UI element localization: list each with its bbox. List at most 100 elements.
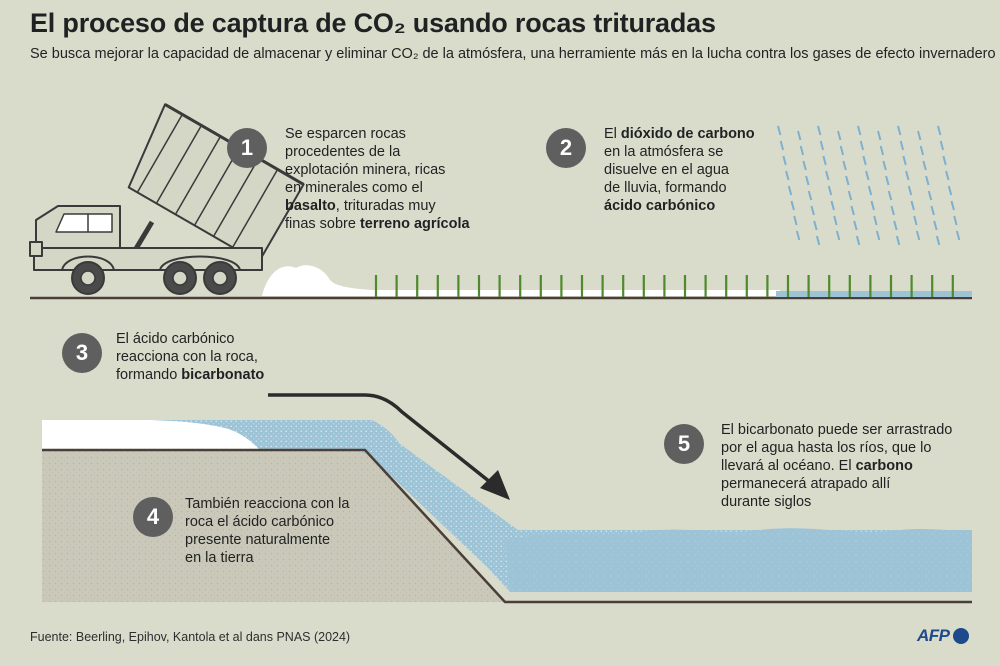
rain-drop [945, 170, 950, 181]
arrow-icon [268, 393, 510, 500]
text-segment: finas sobre [285, 216, 360, 232]
rain-drop [793, 215, 798, 226]
crop-sprouts-icon [374, 275, 954, 297]
rain-drop [857, 125, 862, 136]
step-4-badge: 4 [133, 497, 173, 537]
rain-drop [819, 140, 825, 151]
rain-drop [950, 200, 955, 211]
step-1-badge: 1 [227, 128, 267, 168]
text-segment: procedentes de la [285, 144, 401, 160]
rain-drop [785, 170, 790, 181]
step-1-line: basalto, trituradas muy [285, 197, 495, 215]
text-segment: El ácido carbónico [116, 331, 235, 347]
text-segment: El [604, 126, 621, 142]
page-subtitle: Se busca mejorar la capacidad de almacen… [30, 46, 996, 62]
rain-drop [917, 130, 922, 141]
rain-drop [942, 155, 947, 166]
rain-drop [862, 155, 867, 166]
rain-drop [822, 155, 827, 166]
step-1-line: en minerales como el [285, 179, 495, 197]
text-segment: roca el ácido carbónico [185, 514, 335, 530]
step-5-line: llevará al océano. El carbono [721, 457, 981, 475]
rain-drop [902, 155, 907, 166]
rain-drop [879, 145, 885, 156]
step-1-line: procedentes de la [285, 143, 495, 161]
text-segment: reacciona con la roca, [116, 349, 258, 365]
rain-water-layer [776, 291, 972, 297]
rain-drop [853, 220, 858, 231]
step-4-line: roca el ácido carbónico [185, 513, 385, 531]
rain-drop [930, 205, 935, 216]
step-5-line: por el agua hasta los ríos, que lo [721, 439, 981, 457]
rain-icon [777, 125, 961, 246]
rain-drop [887, 190, 893, 201]
step-3-badge: 3 [62, 333, 102, 373]
rain-drop [779, 140, 785, 151]
text-segment: formando [116, 367, 182, 383]
rain-drop [835, 230, 841, 241]
dump-truck-icon [29, 103, 305, 295]
step-1-line: explotación minera, ricas [285, 161, 495, 179]
rain-drop [922, 160, 927, 171]
bold-term: ácido carbónico [604, 198, 716, 214]
step-2-line: de lluvia, formando [604, 179, 774, 197]
rain-drop [885, 175, 890, 186]
rain-drop [837, 130, 842, 141]
text-segment: durante siglos [721, 494, 812, 510]
afp-logo-text: AFP [917, 626, 950, 645]
rain-drop [913, 215, 918, 226]
afp-logo-dot-icon [952, 628, 969, 644]
step-4-line: También reacciona con la [185, 495, 385, 513]
step-1-line: finas sobre terreno agrícola [285, 215, 495, 233]
step-2-line: disuelve en el agua [604, 161, 774, 179]
step-3-line: formando bicarbonato [116, 366, 316, 384]
text-segment: Se esparcen rocas [285, 126, 406, 142]
step-4-line: presente naturalmente [185, 531, 385, 549]
text-segment: disuelve en el agua [604, 162, 729, 178]
text-segment: explotación minera, ricas [285, 162, 446, 178]
rain-drop [782, 155, 787, 166]
rain-drop [915, 230, 921, 241]
rain-drop [867, 185, 873, 196]
rain-drop [882, 160, 887, 171]
bold-term: basalto [285, 198, 336, 214]
cross-section [42, 420, 972, 604]
source-note: Fuente: Beerling, Epihov, Kantola et al … [30, 630, 351, 644]
rain-drop [937, 125, 942, 136]
step-5-badge: 5 [664, 424, 704, 464]
rain-drop [877, 130, 882, 141]
rain-drop [859, 140, 865, 151]
step-1-text: Se esparcen rocas procedentes de la explot… [285, 125, 495, 233]
step-2-line: en la atmósfera se [604, 143, 774, 161]
rain-drop [813, 220, 818, 231]
bold-term: carbono [855, 458, 913, 474]
step-5-line: durante siglos [721, 493, 981, 511]
rain-drop [953, 215, 958, 226]
rain-drop [935, 235, 941, 246]
rain-drop [875, 230, 881, 241]
rain-drop [899, 140, 905, 151]
rain-drop [905, 170, 910, 181]
step-5-line: El bicarbonato puede ser arrastrado [721, 421, 981, 439]
rain-drop [865, 170, 870, 181]
bold-term: dióxido de carbono [620, 126, 755, 142]
rain-drop [925, 175, 930, 186]
step-3-line: El ácido carbónico [116, 330, 316, 348]
text-segment: en minerales como el [285, 180, 423, 196]
step-2-line: ácido carbónico [604, 197, 774, 215]
page-title: El proceso de captura de CO₂ usando roca… [30, 8, 716, 38]
rain-drop [790, 200, 795, 211]
step-3-line: reacciona con la roca, [116, 348, 316, 366]
rain-drop [797, 130, 802, 141]
rain-drop [895, 235, 901, 246]
step-3-text: El ácido carbónico reacciona con la roca,… [116, 330, 316, 384]
bold-term: bicarbonato [181, 367, 265, 383]
rain-drop [910, 200, 915, 211]
rain-drop [842, 160, 847, 171]
rain-drop [795, 230, 801, 241]
text-segment: en la atmósfera se [604, 144, 724, 160]
rain-drop [907, 185, 913, 196]
text-segment: presente naturalmente [185, 532, 331, 548]
